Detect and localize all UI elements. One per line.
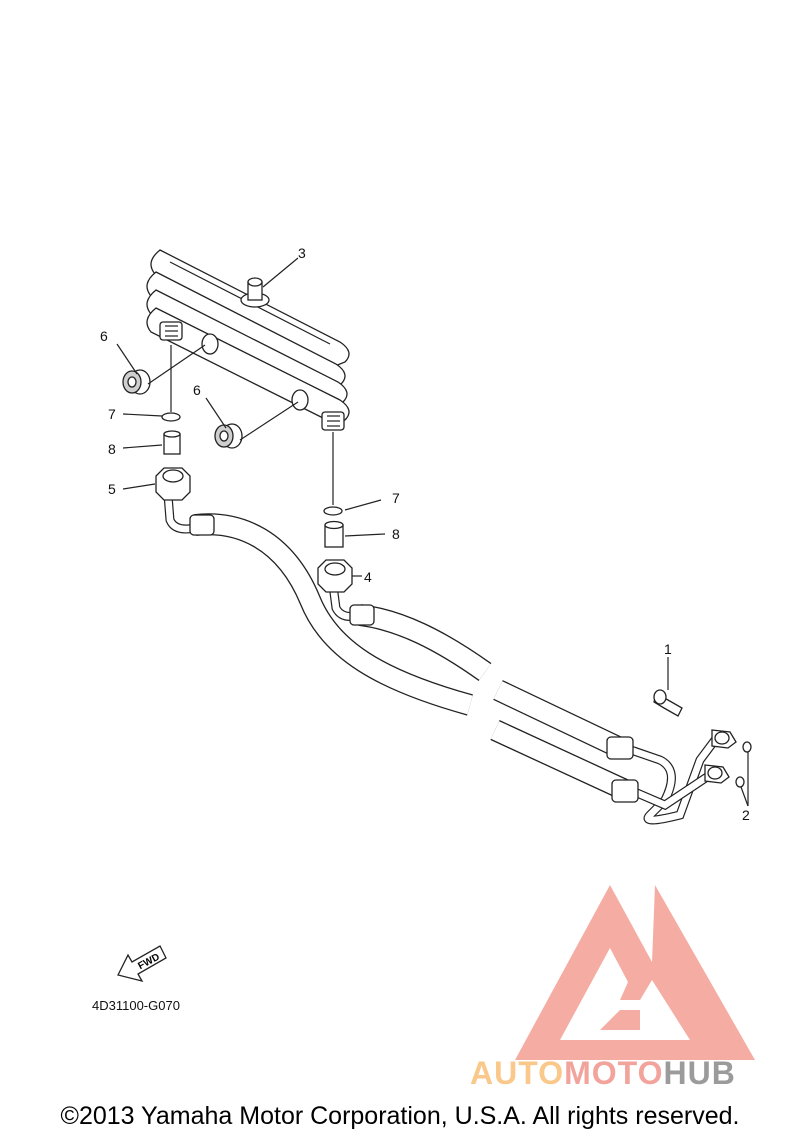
watermark-hub: HUB bbox=[663, 1055, 736, 1091]
fwd-label: FWD bbox=[136, 952, 161, 972]
watermark-text: AUTOMOTOHUB bbox=[470, 1055, 736, 1092]
diagram-code: 4D31100-G070 bbox=[92, 998, 180, 1013]
callout-7a: 7 bbox=[108, 406, 116, 422]
callout-5: 5 bbox=[108, 481, 116, 497]
callout-3: 3 bbox=[298, 245, 306, 261]
o-ring-7a bbox=[161, 412, 181, 422]
copyright-footer: ©2013 Yamaha Motor Corporation, U.S.A. A… bbox=[60, 1102, 740, 1130]
o-ring-7b bbox=[323, 506, 343, 516]
callout-6a: 6 bbox=[100, 328, 108, 344]
o-ring-2 bbox=[735, 741, 752, 788]
oil-cooler bbox=[146, 249, 350, 431]
bolt-1 bbox=[653, 689, 683, 717]
oil-hose-assembly bbox=[163, 494, 719, 825]
callout-7b: 7 bbox=[392, 490, 400, 506]
callout-1: 1 bbox=[664, 641, 672, 657]
fitting-lower bbox=[704, 764, 730, 784]
collar-8b bbox=[324, 520, 344, 548]
grommet-6a bbox=[122, 369, 151, 395]
watermark-auto: AUTO bbox=[470, 1055, 565, 1091]
callouts: 1 2 3 4 5 6 6 7 7 8 8 bbox=[100, 245, 750, 823]
union-nut-4 bbox=[317, 559, 353, 593]
watermark-logo bbox=[515, 885, 755, 1060]
grommet-6b bbox=[214, 423, 243, 449]
callout-6b: 6 bbox=[193, 382, 201, 398]
union-nut-5 bbox=[155, 467, 191, 501]
fwd-arrow-icon: FWD bbox=[117, 945, 167, 983]
callout-8b: 8 bbox=[392, 526, 400, 542]
collar-8a bbox=[163, 430, 181, 455]
fitting-upper bbox=[711, 729, 737, 749]
callout-2: 2 bbox=[742, 807, 750, 823]
callout-4: 4 bbox=[364, 569, 372, 585]
watermark-moto: MOTO bbox=[564, 1055, 664, 1091]
callout-8a: 8 bbox=[108, 441, 116, 457]
leader-lines bbox=[116, 257, 749, 807]
